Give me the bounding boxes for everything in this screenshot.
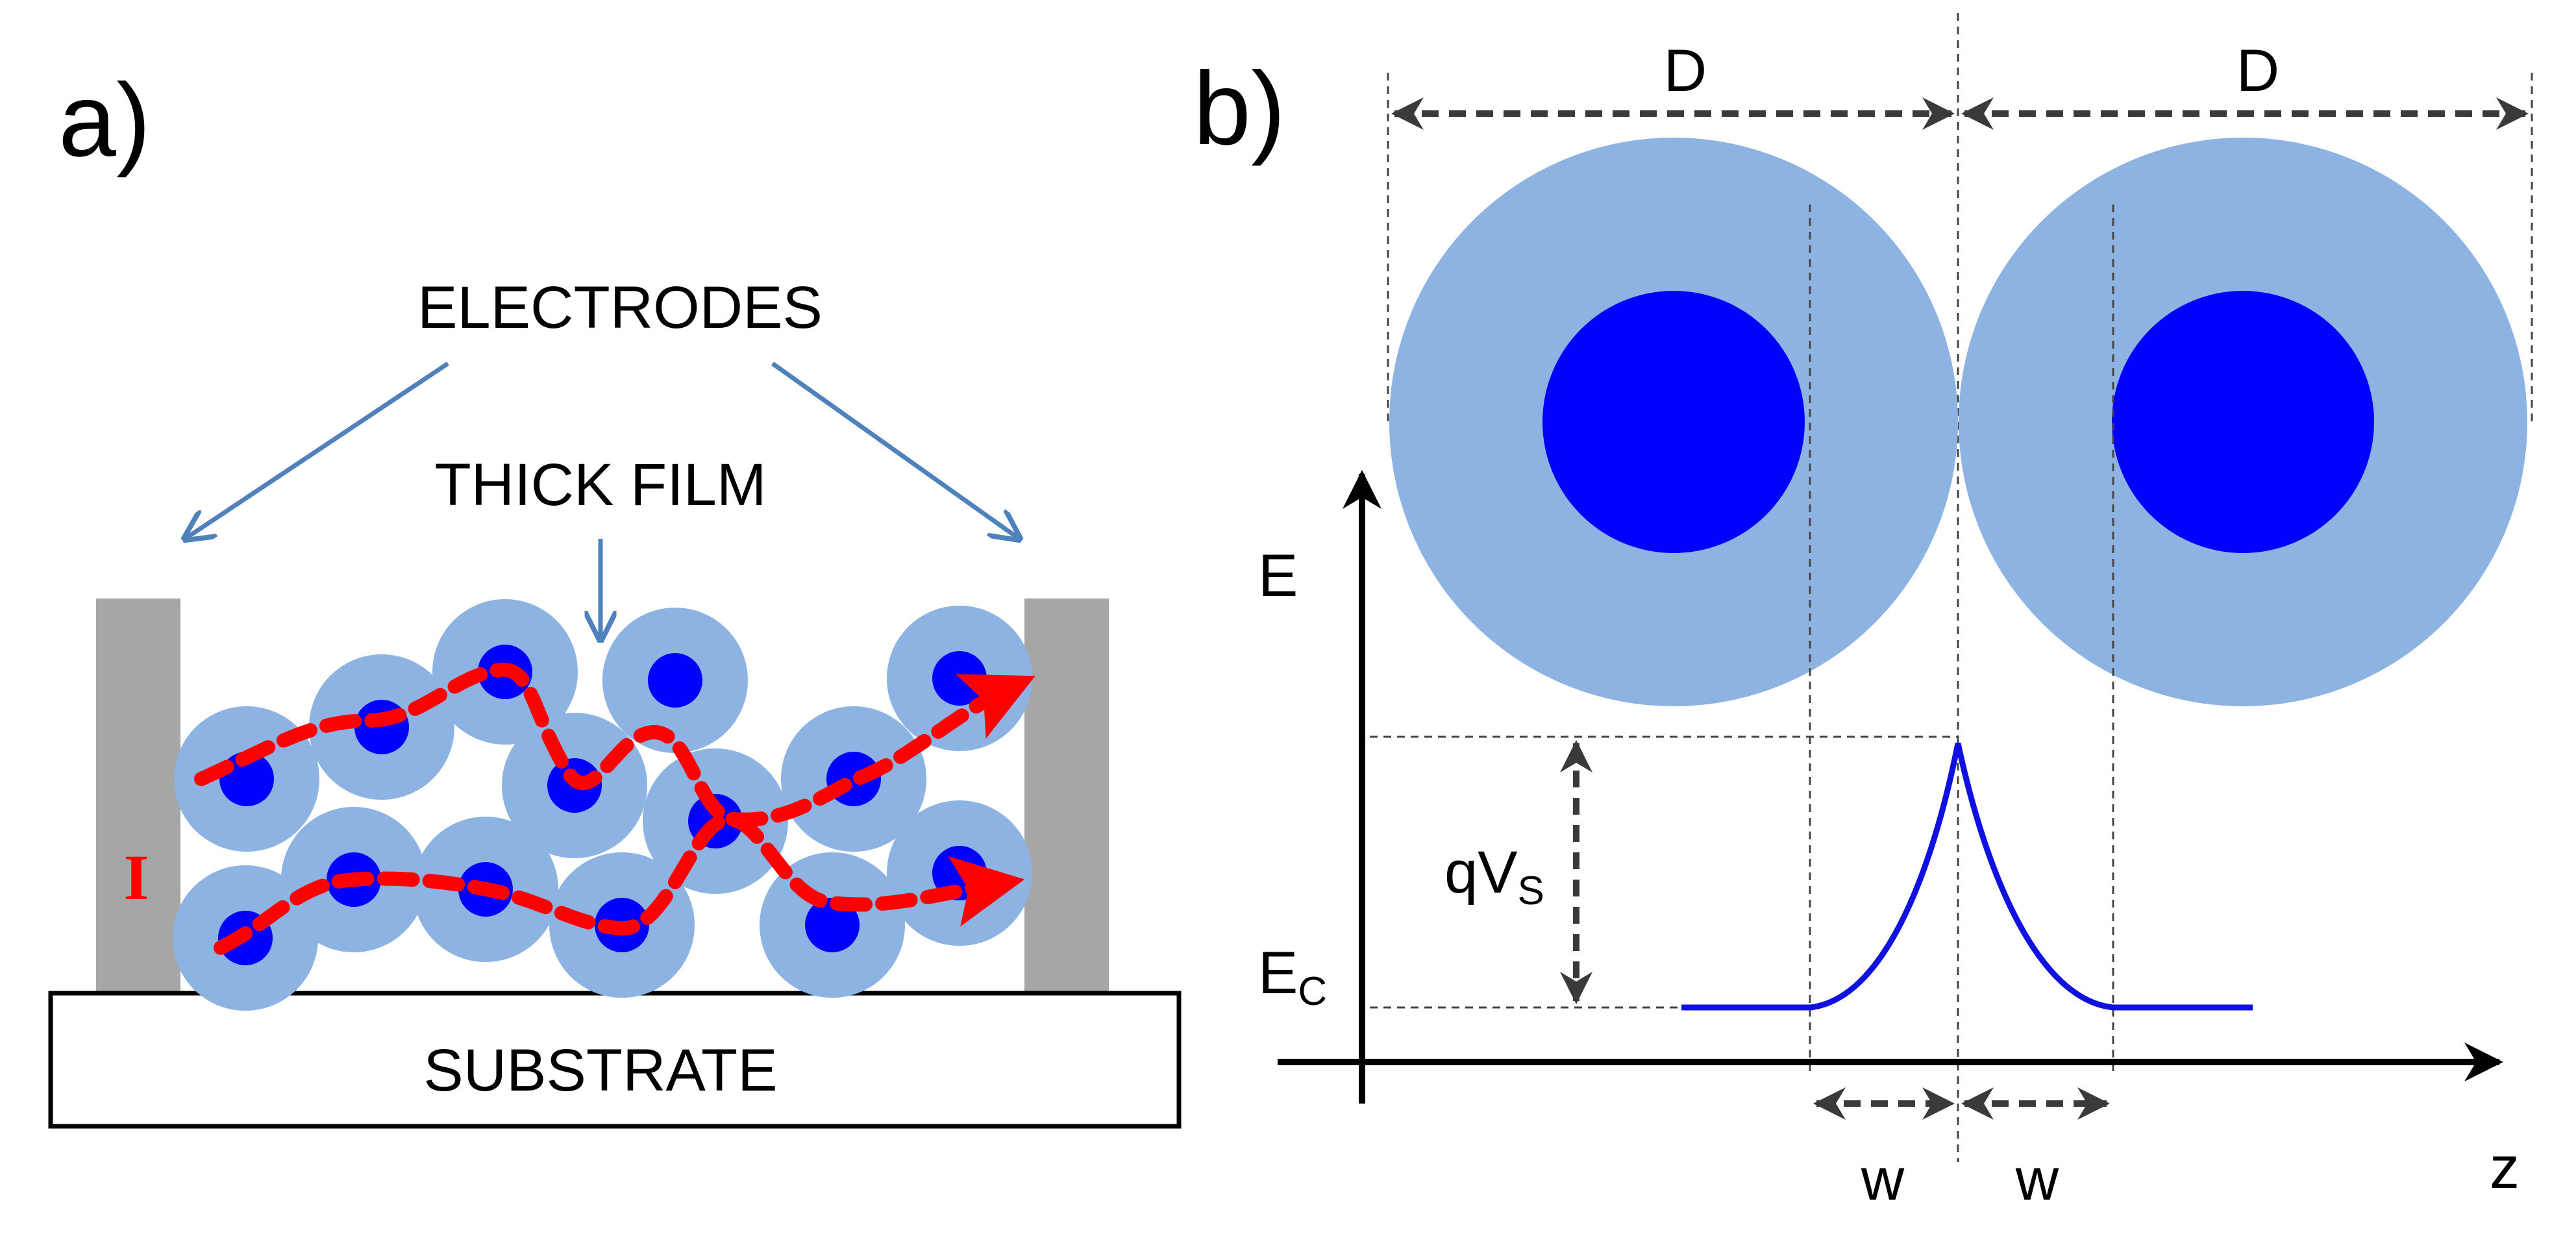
panel-a-label: a) — [58, 62, 151, 178]
conduction-label-sub: C — [1298, 969, 1327, 1014]
grain-large-left — [1389, 138, 1958, 706]
panel-a: a) ELECTRODES THICK FILM SUBSTRATE — [48, 62, 1182, 1129]
panel-b: b) D D E z qVS EC — [1193, 13, 2533, 1213]
barrier-label-main: qV — [1444, 839, 1518, 906]
conduction-label-main: E — [1258, 940, 1298, 1006]
current-path-upper — [194, 662, 1035, 827]
substrate — [48, 991, 1182, 1129]
electrode-pointer-left — [185, 362, 449, 539]
grain — [887, 800, 1032, 946]
electrode-left — [96, 599, 180, 993]
grain-large-right — [1959, 138, 2527, 706]
thick-film-label: THICK FILM — [434, 452, 766, 518]
electrodes-label: ELECTRODES — [417, 275, 823, 341]
position-axis-label: z — [2490, 1135, 2520, 1201]
width-label-left: w — [1861, 1146, 1905, 1213]
panel-b-label: b) — [1193, 50, 1285, 166]
current-label: I — [124, 841, 149, 913]
width-label-right: w — [2015, 1146, 2059, 1213]
grain — [602, 608, 748, 753]
current-path-lower — [214, 812, 1025, 955]
grains — [173, 599, 1032, 1011]
barrier-label-sub: S — [1518, 869, 1544, 913]
diameter-label-left: D — [1664, 38, 1707, 104]
electrode-pointer-right — [771, 362, 1019, 539]
conduction-band-curve — [1681, 743, 2253, 1011]
substrate-label: SUBSTRATE — [423, 1037, 777, 1104]
electrode-right — [1024, 599, 1109, 993]
energy-axis-label: E — [1258, 543, 1298, 609]
barrier-label: qVS — [1444, 839, 1544, 913]
conduction-label: EC — [1258, 940, 1327, 1014]
grain — [887, 606, 1032, 751]
diameter-label-right: D — [2236, 38, 2279, 104]
